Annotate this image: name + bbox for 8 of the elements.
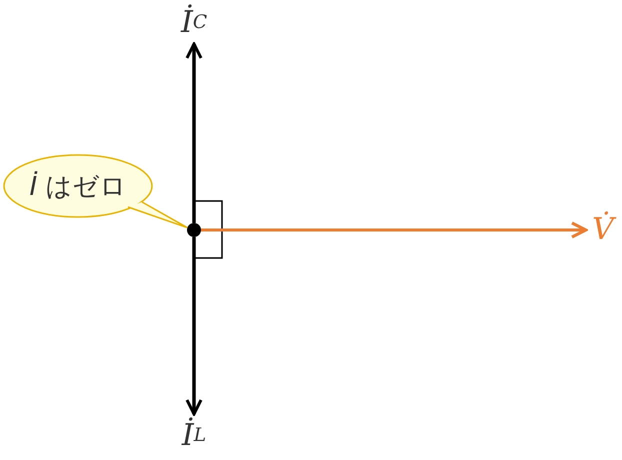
phasor-label: V̇ [586,208,620,252]
origin-dot [187,223,201,237]
speech-bubble [3,154,153,218]
phasor-arrow [186,42,202,223]
phasor-arrow [186,237,202,416]
callout-tail [127,201,188,228]
callout-text: İ はゼロ [30,170,126,204]
phasor-arrow [201,222,588,238]
